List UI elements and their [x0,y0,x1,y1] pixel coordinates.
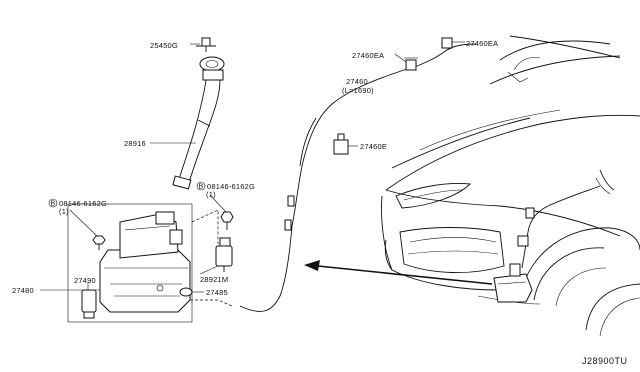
label-27460-length: (L=1690) [342,86,374,95]
label-27460ea-right: 27460EA [466,39,498,48]
label-bolt-left: 08146-6162G [59,199,107,208]
bolt-upper-mark-circle [196,181,206,191]
filler-neck-28916 [150,56,225,190]
washer-motor-28921m [199,237,233,275]
grommet-27485 [179,287,204,297]
filler-cap-25450g [190,37,216,52]
reservoir-tank-27480 [40,203,193,323]
label-27460e: 27460E [360,142,387,151]
clip-27460ea-left [394,53,418,71]
label-25450g: 25450G [150,41,178,50]
vehicle-front-view [381,35,640,337]
label-27490: 27490 [74,276,96,285]
label-bolt-upper-qty: (1) [206,190,216,199]
bolt-08146-left [69,209,106,250]
clip-27460ea-right [441,37,465,49]
label-28921m: 28921M [200,275,228,284]
connector-27460e [333,133,358,155]
label-bolt-left-mark: B [51,201,56,208]
label-bolt-upper-mark: B [199,184,204,191]
label-bolt-left-qty: (1) [59,207,69,216]
label-27480: 27480 [12,286,34,295]
label-27460: 27460 [346,77,368,86]
bolt-08146-upper [209,194,234,230]
label-27460ea-left: 27460EA [352,51,384,60]
hose-27460 [239,43,477,312]
diagram-reference-code: J28900TU [582,356,628,366]
label-28916: 28916 [124,139,146,148]
label-bolt-upper: 08146-6162G [207,182,255,191]
filter-27490 [81,282,97,319]
label-27485: 27485 [206,288,228,297]
location-arrow [304,260,493,285]
bolt-left-mark-circle [48,198,58,208]
